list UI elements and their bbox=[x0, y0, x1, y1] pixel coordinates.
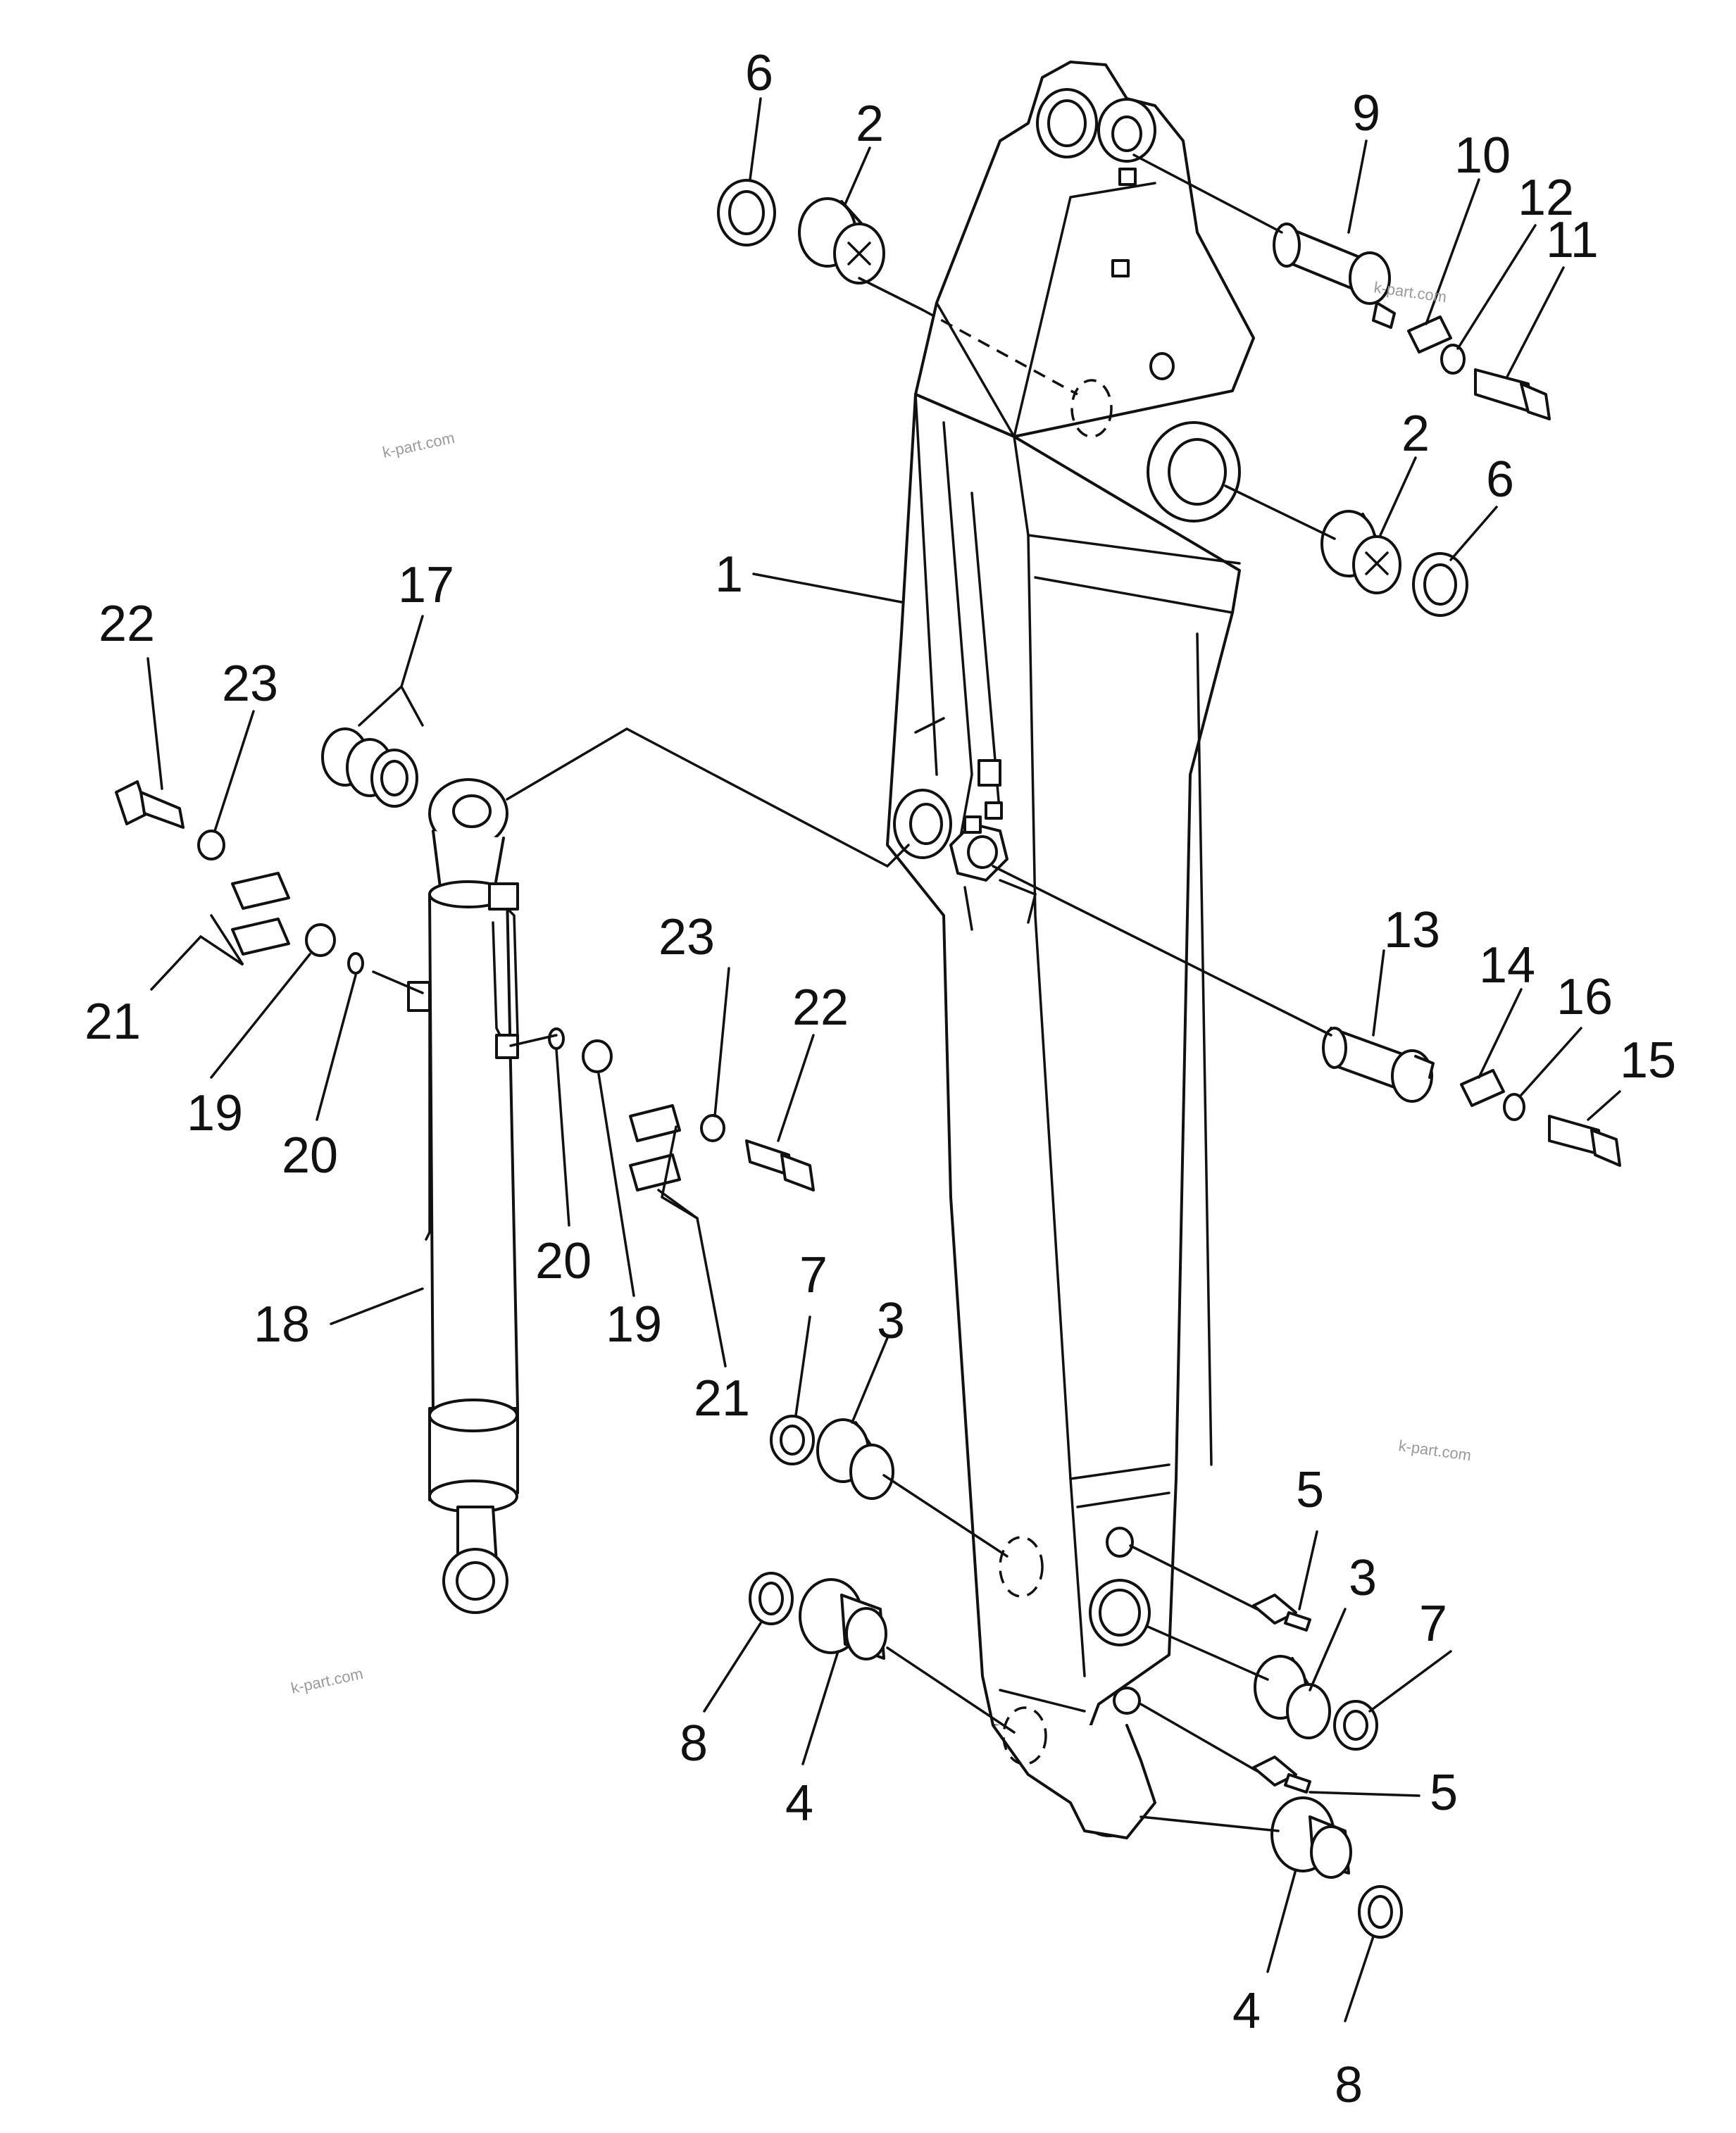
callout-4: 4 bbox=[785, 1775, 813, 1832]
callout-22: 22 bbox=[99, 596, 155, 652]
callout-9: 9 bbox=[1352, 85, 1380, 142]
callout-5: 5 bbox=[1296, 1462, 1324, 1518]
watermark: k-part.com bbox=[289, 1665, 365, 1697]
callout-16: 16 bbox=[1556, 969, 1613, 1025]
callout-10: 10 bbox=[1454, 127, 1511, 184]
callout-19: 19 bbox=[187, 1085, 243, 1141]
callout-8: 8 bbox=[1335, 2057, 1363, 2113]
callout-19: 19 bbox=[606, 1296, 662, 1353]
callout-3: 3 bbox=[1349, 1550, 1377, 1606]
callout-11: 11 bbox=[1546, 212, 1599, 268]
callout-13: 13 bbox=[1384, 902, 1440, 958]
callout-22: 22 bbox=[792, 980, 849, 1036]
arm-structure bbox=[886, 61, 1255, 1839]
callout-leaders bbox=[146, 97, 1621, 2022]
callout-15: 15 bbox=[1620, 1032, 1676, 1089]
callout-numbers: 6 2 9 10 12 11 2 6 1 17 22 23 21 19 20 2… bbox=[85, 45, 1676, 2113]
callout-3: 3 bbox=[877, 1293, 905, 1349]
callout-2: 2 bbox=[1401, 406, 1430, 462]
callout-7: 7 bbox=[1419, 1596, 1447, 1652]
callout-8: 8 bbox=[680, 1715, 708, 1772]
callout-20: 20 bbox=[535, 1233, 592, 1289]
watermark: k-part.com bbox=[381, 429, 456, 461]
callout-17: 17 bbox=[398, 557, 454, 613]
assembly-lines bbox=[372, 154, 1336, 1832]
callout-18: 18 bbox=[254, 1296, 310, 1353]
callout-23: 23 bbox=[222, 656, 278, 712]
callout-5: 5 bbox=[1430, 1765, 1458, 1821]
callout-23: 23 bbox=[658, 909, 715, 965]
small-parts bbox=[115, 179, 1621, 1939]
callout-2: 2 bbox=[856, 96, 884, 152]
callout-1: 1 bbox=[715, 546, 743, 603]
callout-6: 6 bbox=[1486, 451, 1514, 508]
callout-6: 6 bbox=[745, 45, 773, 101]
callout-21: 21 bbox=[694, 1370, 750, 1427]
callout-21: 21 bbox=[85, 994, 141, 1050]
watermark: k-part.com bbox=[1397, 1437, 1472, 1464]
hydraulic-cylinder bbox=[407, 778, 519, 1614]
callout-20: 20 bbox=[282, 1127, 338, 1184]
callout-14: 14 bbox=[1479, 937, 1535, 994]
callout-7: 7 bbox=[799, 1247, 828, 1303]
callout-12: 12 bbox=[1518, 170, 1574, 226]
watermark: k-part.com bbox=[1373, 278, 1447, 306]
callout-4: 4 bbox=[1232, 1983, 1261, 2039]
